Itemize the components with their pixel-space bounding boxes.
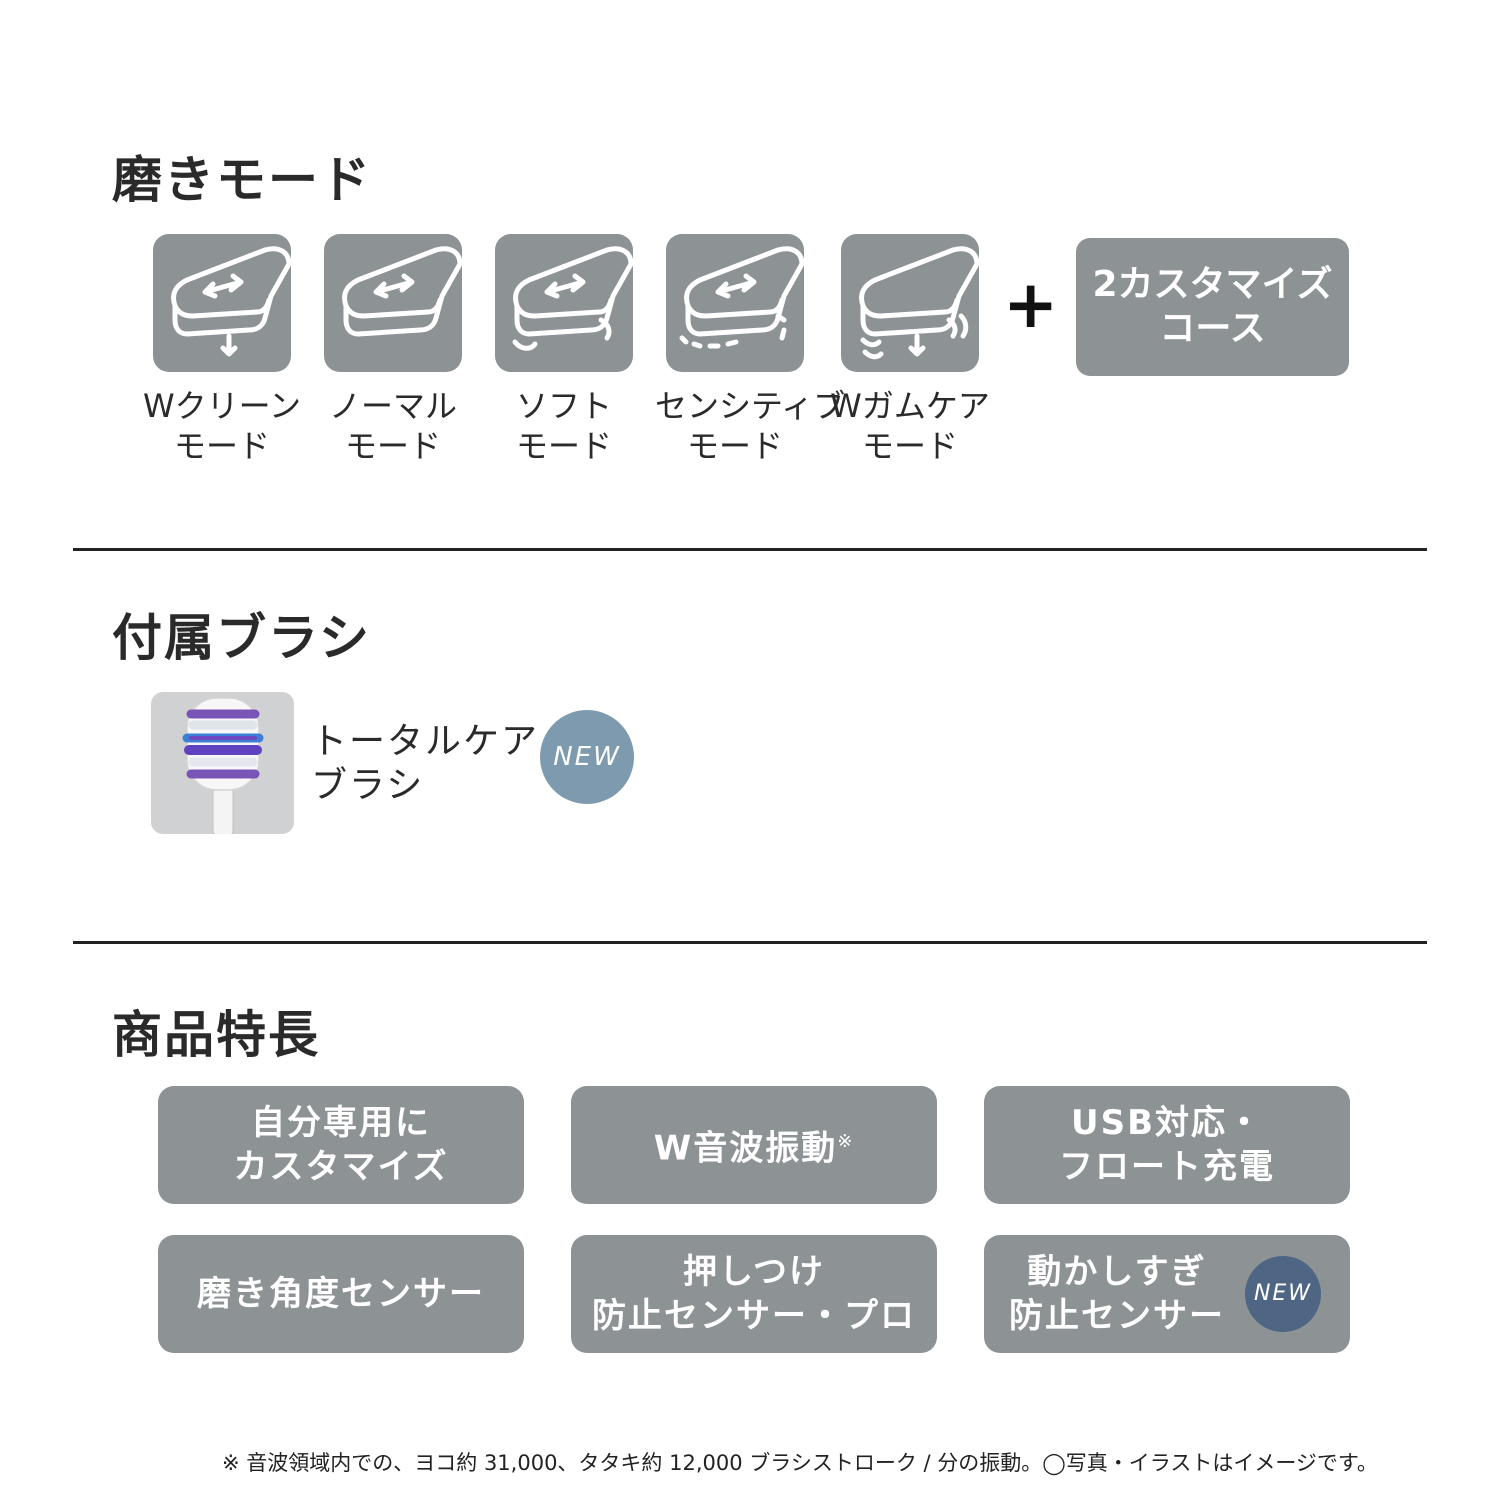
features-section-title: 商品特長 [112, 1006, 320, 1064]
mode-label-line1: Wクリーン [142, 387, 302, 425]
mode-label-line1: ノーマル [328, 387, 457, 425]
plus-icon: + [1003, 266, 1059, 343]
new-badge: NEW [540, 710, 634, 804]
feature-line2: カスタマイズ [233, 1147, 449, 1187]
feature-line2: フロート充電 [1059, 1147, 1275, 1187]
feature-customize: 自分専用に カスタマイズ [158, 1086, 524, 1204]
feature-line1: 自分専用に [251, 1103, 431, 1143]
mode-w-gumcare: Wガムケアモード [830, 234, 990, 466]
feature-pressure-sensor: 押しつけ 防止センサー・プロ [571, 1235, 937, 1353]
divider [73, 548, 1427, 551]
feature-line1: 押しつけ [683, 1252, 825, 1292]
brush-section-title: 付属ブラシ [112, 609, 371, 667]
feature-line1: 動かしすぎ [1027, 1252, 1207, 1292]
customize-course-box: 2カスタマイズ コース [1076, 238, 1349, 376]
mode-label-line2: モード [344, 427, 441, 465]
feature-line1: USB対応・ [1070, 1103, 1263, 1143]
mode-label-line2: モード [173, 427, 270, 465]
mode-w-clean: Wクリーンモード [142, 234, 302, 466]
footnote: ※ 音波領域内での、ヨコ約 31,000、タタキ約 12,000 ブラシストロー… [222, 1451, 1378, 1475]
w-clean-mode-icon [153, 234, 291, 372]
customize-course-line1: 2カスタマイズ [1092, 264, 1333, 305]
footnote-mark: ※ [837, 1130, 855, 1152]
w-gumcare-mode-icon [841, 234, 979, 372]
feature-w-sonic: W音波振動※ [571, 1086, 937, 1204]
mode-label-line2: モード [861, 427, 958, 465]
brush-name-line1: トータルケア [311, 721, 540, 762]
brush-head-image [151, 692, 294, 834]
feature-usb-charge: USB対応・ フロート充電 [984, 1086, 1350, 1204]
feature-w-sonic-text: W音波振動 [653, 1128, 838, 1169]
sensitive-mode-icon [666, 234, 804, 372]
mode-label-line1: Wガムケア [830, 387, 990, 425]
customize-course-line2: コース [1159, 308, 1266, 349]
feature-angle-sensor: 磨き角度センサー [158, 1235, 524, 1353]
mode-sensitive: センシティブモード [655, 234, 846, 466]
new-badge: NEW [1245, 1256, 1321, 1332]
mode-label-line1: ソフト [515, 387, 612, 425]
divider [73, 941, 1427, 944]
mode-label-line1: センシティブ [655, 387, 846, 425]
feature-line2: 防止センサー・プロ [592, 1296, 916, 1336]
feature-line1: W音波振動※ [571, 1120, 937, 1170]
feature-line2: 防止センサー [1009, 1296, 1225, 1336]
modes-section-title: 磨きモード [112, 151, 372, 209]
mode-label-line2: モード [686, 427, 783, 465]
feature-line1: 磨き角度センサー [197, 1274, 485, 1314]
mode-normal: ノーマルモード [313, 234, 473, 466]
soft-mode-icon [495, 234, 633, 372]
feature-motion-sensor: 動かしすぎ 防止センサー NEW [984, 1235, 1350, 1353]
brush-name-line2: ブラシ [311, 765, 425, 806]
mode-soft: ソフトモード [484, 234, 644, 466]
mode-label-line2: モード [515, 427, 612, 465]
normal-mode-icon [324, 234, 462, 372]
brush-name: トータルケア ブラシ [311, 720, 539, 808]
